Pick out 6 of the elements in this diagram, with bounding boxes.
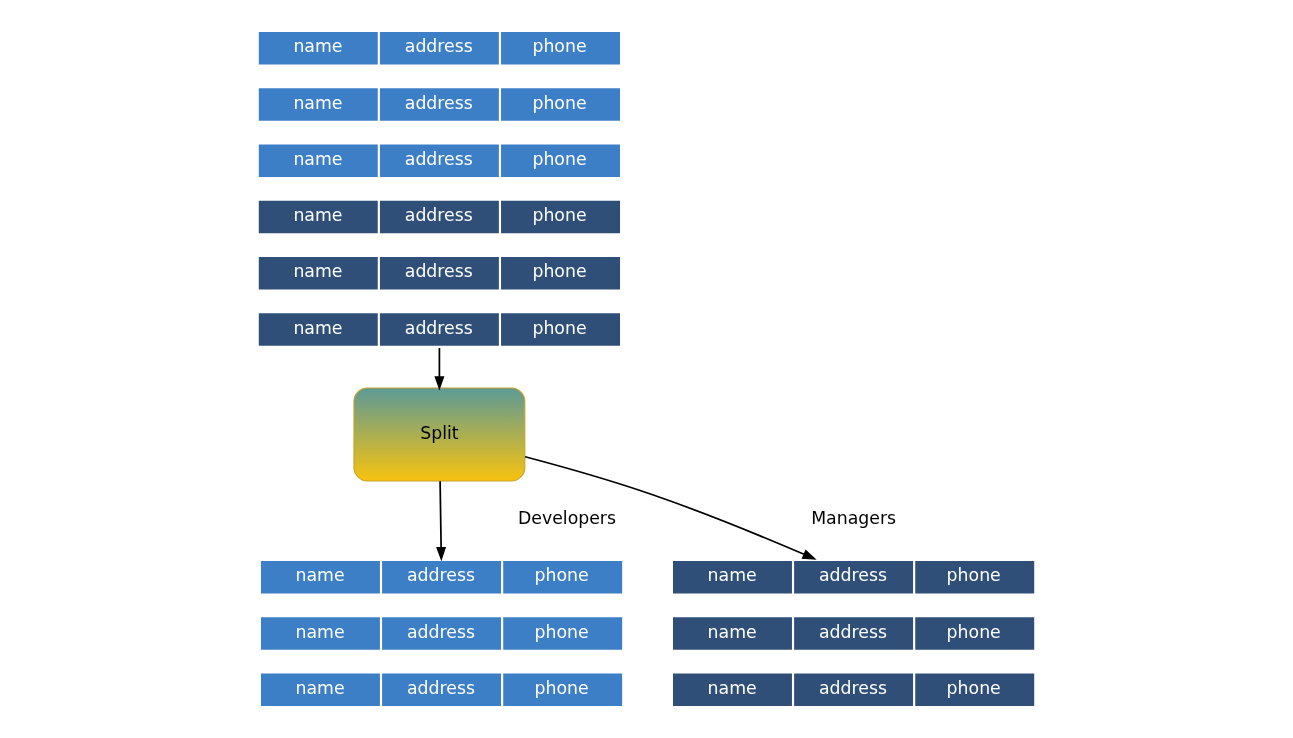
node-label: Developers (518, 507, 616, 528)
arrow (434, 347, 445, 391)
node-box: Split (353, 387, 526, 482)
arrow (436, 480, 447, 562)
node-label: Managers (811, 507, 897, 528)
arrow (524, 455, 817, 560)
